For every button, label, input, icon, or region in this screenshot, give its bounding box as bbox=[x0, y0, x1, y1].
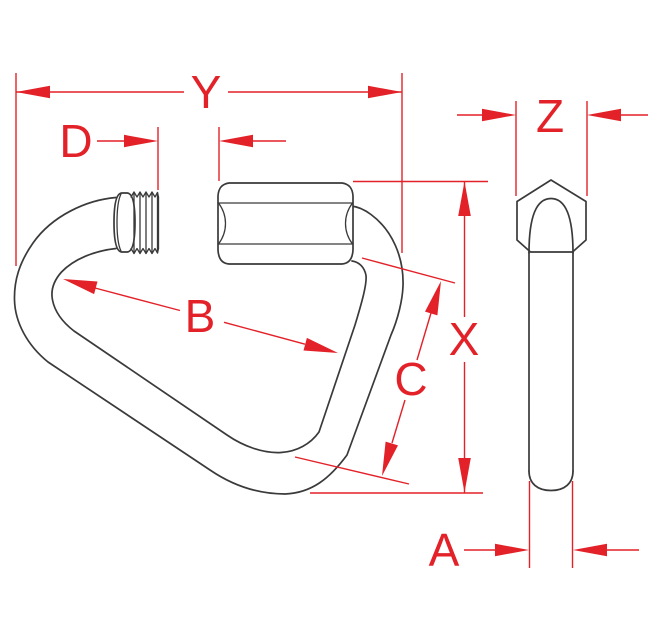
side-view bbox=[516, 179, 587, 492]
barrel-nut bbox=[217, 182, 354, 265]
a-arrowhead-left bbox=[495, 543, 529, 557]
a-arrowhead-right bbox=[573, 543, 607, 557]
barrel-nut-chamfer-arcs bbox=[217, 202, 354, 245]
dimension-A: A bbox=[429, 481, 639, 576]
dimension-Y: Y bbox=[15, 66, 403, 266]
front-outer-wire-outline bbox=[13, 196, 404, 495]
dimension-D: D bbox=[59, 115, 286, 190]
dimension-Y-label: Y bbox=[191, 66, 222, 118]
c-extension-line-bottom bbox=[294, 456, 410, 485]
side-hex-nut-outline bbox=[516, 179, 587, 253]
front-view bbox=[13, 182, 404, 495]
front-inner-wire-outline bbox=[51, 247, 367, 454]
d-arrowhead-left bbox=[124, 134, 158, 148]
b-dimension-line bbox=[94, 287, 306, 345]
dimension-A-label: A bbox=[429, 524, 460, 576]
dimension-D-label: D bbox=[59, 115, 92, 167]
dimension-C-label: C bbox=[394, 353, 427, 405]
x-arrowhead-down bbox=[458, 458, 471, 493]
b-arrowhead-lower-right bbox=[303, 337, 338, 353]
threaded-end bbox=[113, 191, 160, 255]
dimension-Z: Z bbox=[457, 90, 648, 196]
dimension-X: X bbox=[310, 180, 488, 494]
y-arrowhead-right bbox=[368, 85, 402, 99]
side-wire-bottom-cap bbox=[528, 470, 574, 492]
z-arrowhead-left bbox=[482, 108, 516, 122]
c-arrowhead-top bbox=[425, 281, 441, 316]
b-arrowhead-upper-left bbox=[63, 279, 98, 295]
dimension-Z-label: Z bbox=[536, 90, 564, 142]
thread-crest-lines bbox=[133, 191, 160, 255]
dimension-C: C bbox=[294, 257, 456, 485]
x-arrowhead-up bbox=[458, 181, 471, 216]
c-arrowhead-bottom bbox=[382, 441, 398, 476]
barrel-nut-outline bbox=[217, 182, 354, 265]
barrel-nut-facet-lines bbox=[217, 202, 354, 245]
thread-ridges bbox=[130, 191, 160, 255]
thread-crest-zigzag-top bbox=[130, 191, 160, 198]
z-arrowhead-right bbox=[587, 108, 621, 122]
c-extension-line-top bbox=[361, 257, 456, 284]
side-wire-shank-edges bbox=[528, 251, 574, 472]
thread-collar-inner-line bbox=[116, 193, 122, 252]
y-arrowhead-left bbox=[16, 85, 50, 99]
dimension-X-label: X bbox=[449, 313, 480, 365]
dimension-B: B bbox=[63, 279, 338, 353]
dimension-B-label: B bbox=[185, 290, 216, 342]
c-dimension-line bbox=[391, 312, 432, 444]
thread-crest-zigzag-bottom bbox=[130, 247, 160, 255]
side-wire-bend-arc bbox=[528, 197, 574, 254]
d-arrowhead-right bbox=[219, 134, 253, 148]
